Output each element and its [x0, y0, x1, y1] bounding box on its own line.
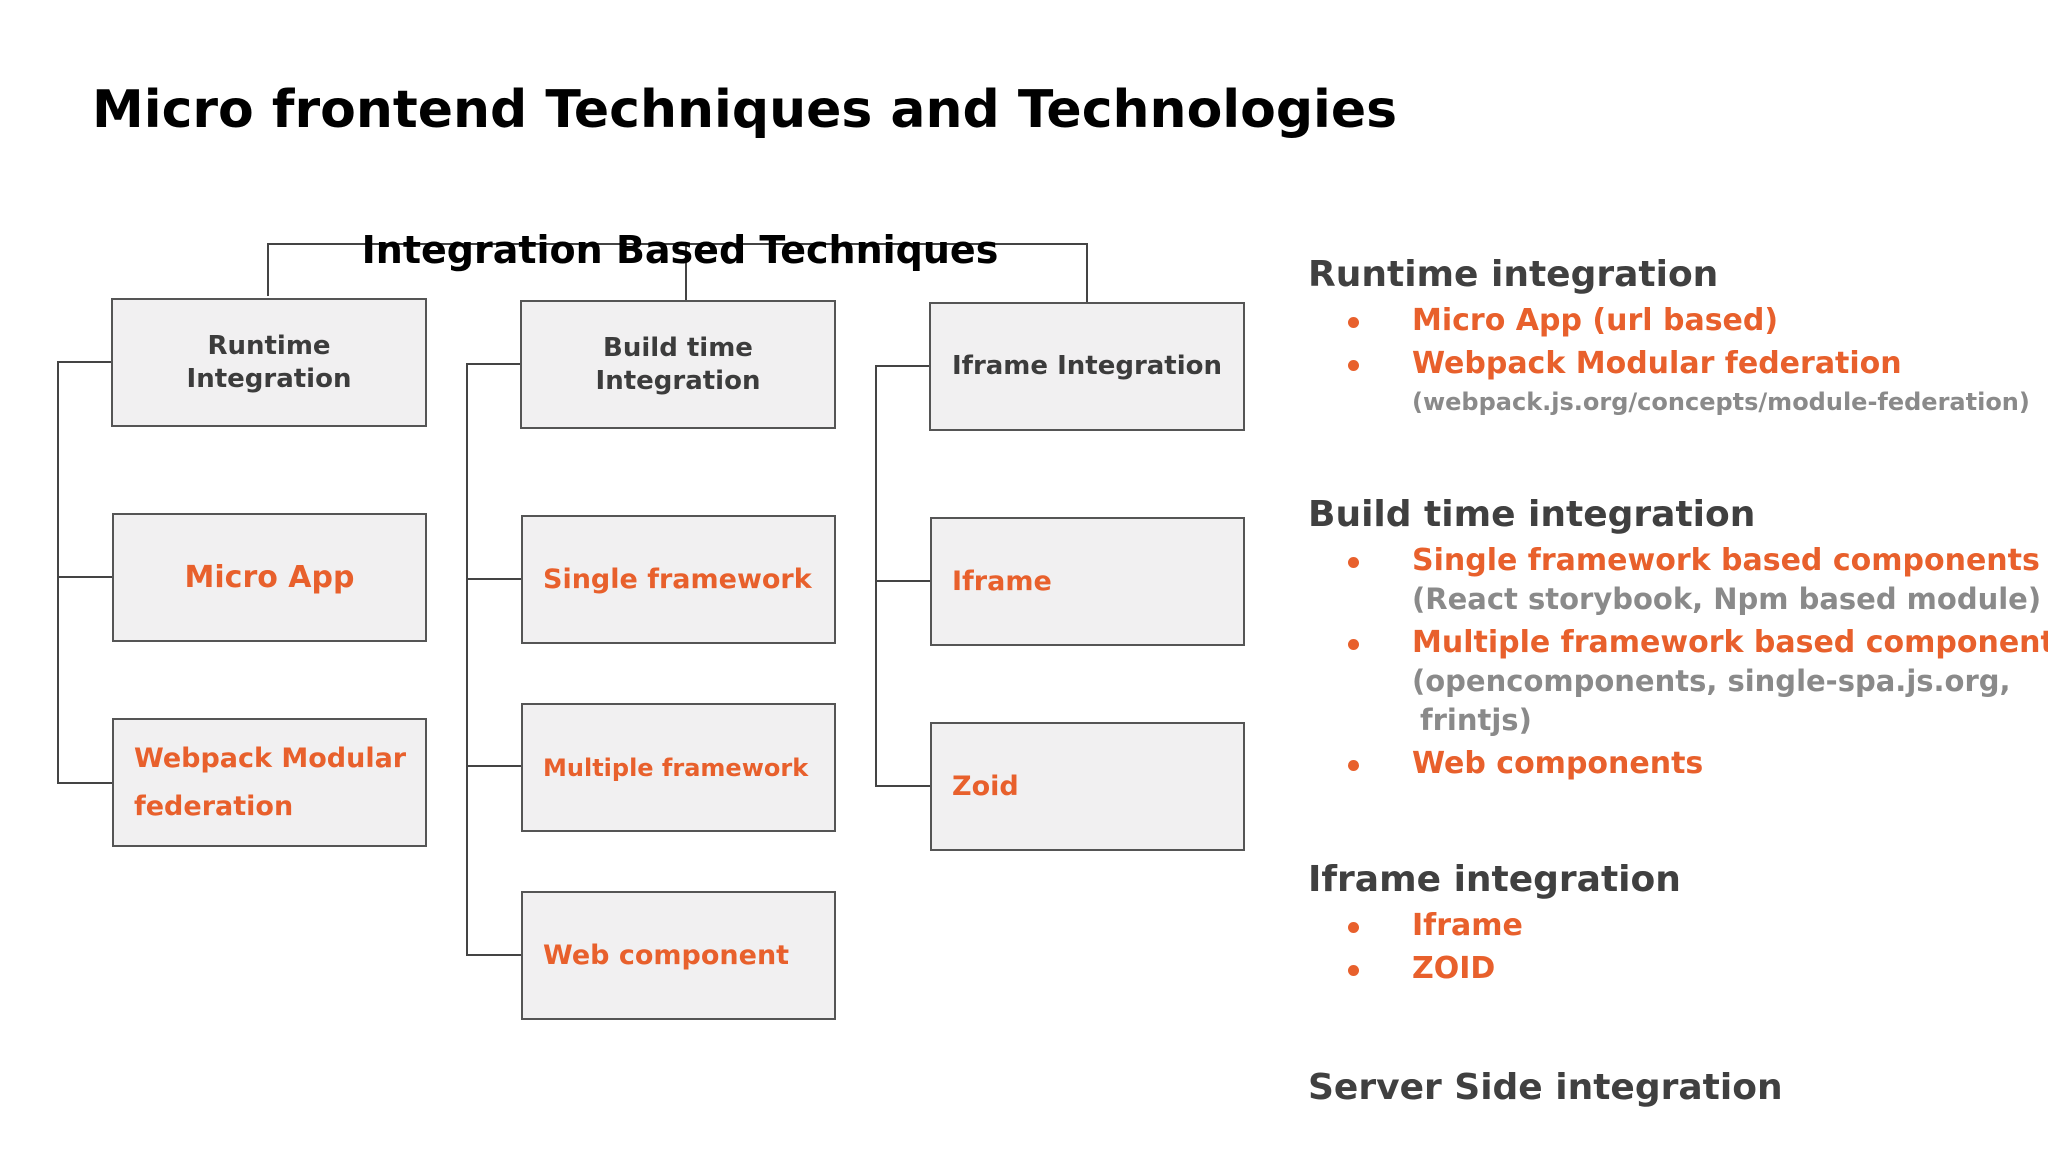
- bullet-item: Single framework based components (React…: [1308, 541, 2048, 619]
- box-label: Single framework: [543, 563, 812, 595]
- bullet-note-line: frintjs): [1420, 703, 1532, 737]
- bullet-item: Web components: [1308, 744, 2048, 783]
- diagram-title: Integration Based Techniques: [361, 228, 999, 272]
- bullet-item: Webpack Modular federation (webpack.js.o…: [1308, 344, 2048, 422]
- iframe-integration-section: Iframe integration Iframe ZOID: [1308, 859, 2048, 992]
- bullet-item: Multiple framework based components (ope…: [1308, 623, 2048, 740]
- webpack-modular-federation-box: Webpack Modular federation: [112, 718, 427, 847]
- bullet-icon: [1348, 965, 1359, 976]
- bullet-label: Single framework based components: [1412, 543, 2040, 578]
- box-header-line: Runtime: [207, 331, 331, 361]
- runtime-integration-section: Runtime integration Micro App (url based…: [1308, 254, 2048, 426]
- col3-connector-line: [875, 365, 930, 787]
- bullet-icon: [1348, 360, 1359, 371]
- bullet-note-line: (webpack.js.org/concepts/module-federati…: [1412, 388, 2030, 416]
- bullet-label: ZOID: [1412, 951, 1496, 986]
- box-header-line: Iframe Integration: [951, 351, 1223, 382]
- bullet-item: Iframe: [1308, 906, 2048, 945]
- box-label: Iframe: [952, 565, 1052, 597]
- iframe-integration-box: Iframe Integration: [929, 302, 1245, 431]
- bullet-list: Iframe ZOID: [1308, 906, 2048, 988]
- bullet-label: Micro App (url based): [1412, 303, 1779, 338]
- iframe-box: Iframe: [930, 517, 1245, 646]
- slide-title: Micro frontend Techniques and Technologi…: [92, 80, 1398, 140]
- bullet-note-line: (React storybook, Npm based module): [1412, 582, 2042, 616]
- section-title: Server Side integration: [1308, 1067, 1783, 1108]
- bullet-label: Web components: [1412, 746, 1704, 781]
- box-label: Multiple framework: [543, 753, 809, 782]
- bullet-icon: [1348, 317, 1359, 328]
- zoid-box: Zoid: [930, 722, 1245, 851]
- box-header-line: Integration: [595, 365, 761, 396]
- bullet-label: Webpack Modular federation: [1412, 346, 1902, 381]
- bullet-note: (React storybook, Npm based module): [1412, 580, 2048, 619]
- bullet-label: Multiple framework based components: [1412, 625, 2048, 660]
- web-component-box: Web component: [521, 891, 836, 1020]
- bullet-icon: [1348, 557, 1359, 568]
- multiple-framework-box: Multiple framework: [521, 703, 836, 832]
- bullet-icon: [1348, 760, 1359, 771]
- section-title: Runtime integration: [1308, 254, 1719, 295]
- box-label: Micro App: [184, 559, 355, 595]
- box-label: Zoid: [952, 770, 1019, 802]
- bullet-note-line: (opencomponents, single-spa.js.org,: [1412, 664, 2011, 698]
- box-header-line: Integration: [186, 363, 352, 394]
- section-title: Iframe integration: [1308, 859, 1681, 900]
- col1-connector-line: [57, 361, 112, 784]
- micro-app-box: Micro App: [112, 513, 427, 642]
- col2-connector-line: [466, 363, 521, 956]
- bullet-note: (opencomponents, single-spa.js.org, frin…: [1412, 662, 2048, 740]
- bullet-label: Iframe: [1412, 908, 1523, 943]
- bullet-list: Micro App (url based) Webpack Modular fe…: [1308, 301, 2048, 422]
- bullet-icon: [1348, 922, 1359, 933]
- section-title: Build time integration: [1308, 494, 1756, 535]
- server-side-integration-section: Server Side integration: [1308, 1067, 2048, 1108]
- box-header-line: Build time: [603, 333, 753, 363]
- bullet-icon: [1348, 639, 1359, 650]
- box-label: Webpack Modular federation: [134, 743, 407, 822]
- build-time-integration-section: Build time integration Single framework …: [1308, 494, 2048, 787]
- top-bracket-line: [267, 243, 1088, 302]
- bullet-note: (webpack.js.org/concepts/module-federati…: [1412, 383, 2048, 422]
- single-framework-box: Single framework: [521, 515, 836, 644]
- bullet-item: ZOID: [1308, 949, 2048, 988]
- bullet-list: Single framework based components (React…: [1308, 541, 2048, 783]
- box-label: Web component: [543, 939, 790, 971]
- bullet-item: Micro App (url based): [1308, 301, 2048, 340]
